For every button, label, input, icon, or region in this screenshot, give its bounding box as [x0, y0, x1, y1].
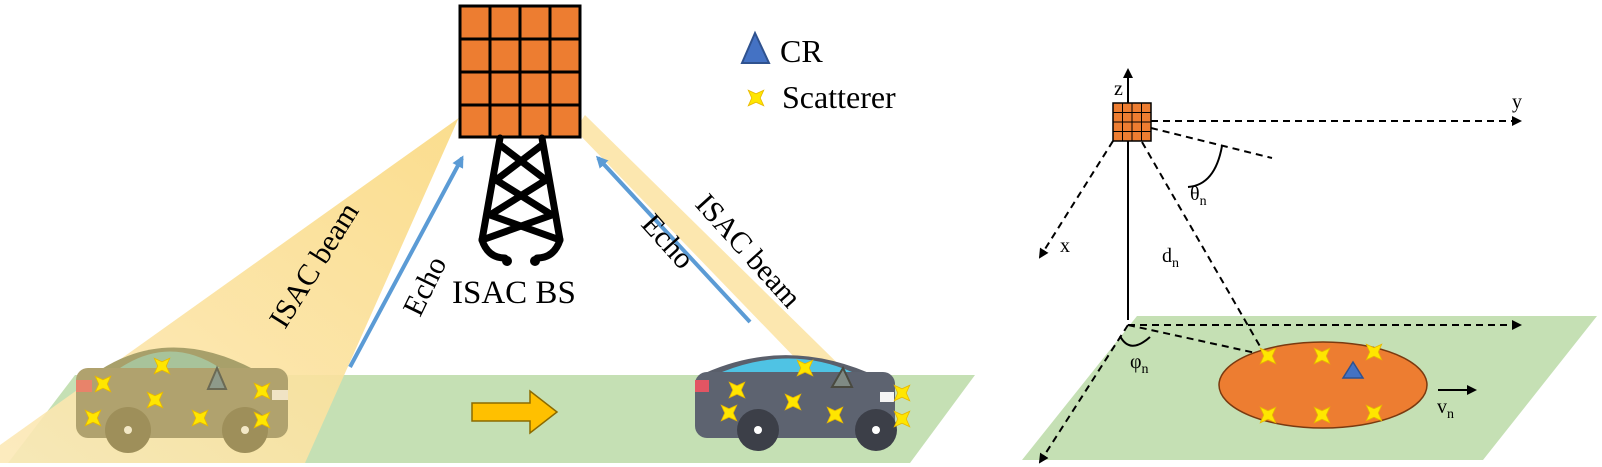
x-axis	[1038, 140, 1114, 259]
vehicle-right	[695, 352, 918, 451]
echo-arrow-left	[348, 155, 464, 368]
scatterer-cluster	[1218, 341, 1428, 429]
legend-cr-icon	[740, 30, 771, 64]
z-axis-label: z	[1114, 78, 1123, 100]
cr-marker-left	[206, 365, 228, 390]
legend-scatterer-label: Scatterer	[782, 79, 896, 115]
cr-marker-right	[830, 365, 854, 388]
phi-arc	[1119, 335, 1151, 347]
legend-cr-label: CR	[780, 33, 823, 69]
y-axis-label: y	[1512, 91, 1522, 113]
distance-line	[1141, 141, 1266, 356]
echo-label-right: Echo	[635, 208, 701, 276]
bs-label: ISAC BS	[452, 275, 576, 311]
theta-arc	[1187, 145, 1223, 188]
tower-icon	[478, 134, 564, 266]
motion-arrow-icon	[471, 389, 559, 435]
ground-x-axis	[1038, 324, 1129, 464]
antenna-array-small	[1112, 102, 1152, 142]
antenna-array	[458, 4, 582, 139]
vehicle-left	[76, 347, 288, 453]
x-axis-label: x	[1060, 235, 1070, 257]
legend-scatterer-icon	[740, 82, 772, 114]
theta-label: θn	[1190, 183, 1207, 209]
isac-beam-right	[575, 115, 875, 420]
reference-line	[1150, 127, 1273, 159]
echo-arrow-right	[595, 155, 752, 324]
velocity-label: vn	[1437, 396, 1454, 422]
d-label: dn	[1162, 245, 1179, 271]
cr-marker-cluster	[1341, 360, 1365, 379]
legend: CR Scatterer	[740, 30, 896, 115]
phi-label: φn	[1130, 351, 1149, 377]
